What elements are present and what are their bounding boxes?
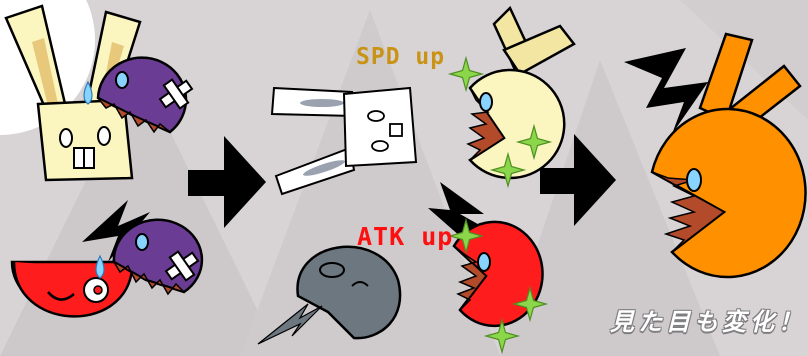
purple-chomper-icon xyxy=(96,56,194,134)
gray-chomper-icon xyxy=(257,245,402,345)
lightning-icon xyxy=(624,48,708,134)
water-drop-icon xyxy=(95,254,105,279)
cross-scar-icon xyxy=(164,250,200,282)
arrow-right-icon xyxy=(540,134,616,226)
speed-up-label: SPD up xyxy=(356,44,446,70)
orange-chomper-icon xyxy=(624,32,807,279)
lightning-icon xyxy=(82,200,150,262)
cross-scar-icon xyxy=(158,78,194,110)
red-chomper-icon xyxy=(452,220,544,328)
caption-text: 見た目も変化！ xyxy=(610,308,806,336)
arrow-right-icon xyxy=(188,136,266,228)
purple-chomper-icon xyxy=(111,218,204,296)
water-drop-icon xyxy=(83,80,93,105)
red-chomper-icon xyxy=(10,254,134,318)
yellow-chomper-icon xyxy=(466,5,576,180)
attack-up-label: ATK up xyxy=(357,222,454,251)
collapsed-rabbit-icon xyxy=(270,86,418,196)
